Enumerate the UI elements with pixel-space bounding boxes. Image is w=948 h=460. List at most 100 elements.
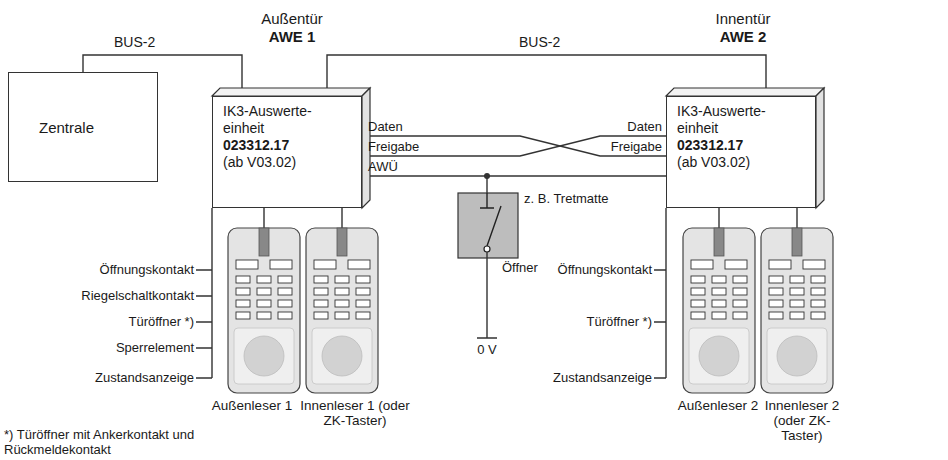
reader-key: [356, 312, 370, 319]
reader-window: [234, 328, 294, 384]
reader-body: [761, 228, 833, 393]
terminal-label: Sperrelement: [10, 340, 194, 355]
reader-key: [712, 288, 726, 295]
reader-key: [335, 312, 349, 319]
reader-body: [306, 228, 378, 393]
reader-device: [228, 228, 300, 393]
terminal-label: 0 V: [467, 342, 507, 357]
reader-lens: [322, 336, 362, 376]
reader-led: [270, 260, 292, 269]
signal-name: Freigabe: [368, 139, 448, 154]
reader-led: [314, 260, 336, 269]
reader-led: [236, 260, 258, 269]
evaluation-unit-box: IK3-Auswerte- einheit023312.17(ab V03.02…: [212, 96, 362, 208]
reader-key: [811, 276, 825, 283]
reader-key: [790, 288, 804, 295]
reader-key: [314, 300, 328, 307]
bus-label: BUS-2: [517, 34, 562, 51]
reader-device: [306, 228, 378, 393]
box-top-face: [212, 88, 370, 96]
reader-slot: [337, 228, 347, 256]
reader-name: Innenleser 2 (oder ZK-Taster): [760, 398, 844, 443]
reader-led: [348, 260, 370, 269]
evaluation-unit-box: IK3-Auswerte- einheit023312.17(ab V03.02…: [666, 96, 816, 208]
reader-key: [356, 300, 370, 307]
bus-label: BUS-2: [112, 34, 157, 51]
reader-key: [769, 312, 783, 319]
part-number: 023312.17: [223, 137, 351, 154]
reader-key: [314, 276, 328, 283]
readers: [228, 228, 833, 393]
reader-key: [733, 276, 747, 283]
reader-body: [683, 228, 755, 393]
reader-window: [689, 328, 749, 384]
terminal-label: Riegelschaltkontakt: [10, 288, 194, 303]
reader-window: [767, 328, 827, 384]
reader-lens: [699, 336, 739, 376]
signal-line: [370, 175, 666, 176]
reader-key: [712, 276, 726, 283]
reader-key: [257, 312, 271, 319]
terminal-label: Türöffner *): [540, 314, 652, 329]
reader-key: [733, 300, 747, 307]
reader-slot: [259, 228, 269, 256]
box-text: IK3-Auswerte- einheit: [223, 103, 335, 137]
box-top-face: [666, 88, 824, 96]
signal-name: AWÜ: [368, 159, 448, 174]
reader-led: [725, 260, 747, 269]
switch-housing: [458, 193, 518, 258]
reader-key: [356, 288, 370, 295]
terminal-label: Öffnungskontakt: [540, 262, 652, 277]
bus-line: [327, 55, 766, 88]
reader-key: [278, 300, 292, 307]
reader-key: [769, 276, 783, 283]
reader-key: [236, 276, 250, 283]
reader-lens: [244, 336, 284, 376]
reader-key: [335, 300, 349, 307]
reader-slot: [792, 228, 802, 256]
reader-key: [691, 312, 705, 319]
reader-key: [278, 276, 292, 283]
reader-name: Außenleser 1: [204, 398, 300, 413]
reader-key: [236, 312, 250, 319]
door-heading: AWE 1: [242, 28, 342, 46]
door-heading: AWE 2: [693, 28, 793, 46]
reader-key: [257, 300, 271, 307]
reader-key: [335, 288, 349, 295]
reader-key: [691, 276, 705, 283]
reader-key: [691, 300, 705, 307]
box-text: (ab V03.02): [677, 154, 805, 171]
reader-window: [312, 328, 372, 384]
reader-key: [790, 312, 804, 319]
reader-key: [335, 276, 349, 283]
central-unit-box: Zentrale: [8, 72, 158, 182]
reader-key: [236, 300, 250, 307]
reader-name: Außenleser 2: [668, 398, 768, 413]
box-text: IK3-Auswerte- einheit: [677, 103, 789, 137]
left-wires: [196, 208, 212, 378]
reader-key: [811, 300, 825, 307]
reader-body: [228, 228, 300, 393]
reader-key: [811, 288, 825, 295]
door-heading: Innentür: [693, 10, 793, 28]
reader-key: [691, 288, 705, 295]
contact-pivot: [484, 246, 490, 252]
reader-key: [769, 288, 783, 295]
reader-key: [356, 276, 370, 283]
reader-key: [769, 300, 783, 307]
nc-contact: [480, 193, 501, 246]
box-side-face: [816, 88, 824, 208]
reader-key: [257, 276, 271, 283]
reader-key: [257, 288, 271, 295]
terminal-label: Zustandsanzeige: [530, 370, 652, 385]
reader-key: [236, 288, 250, 295]
terminal-label: Öffnungskontakt: [10, 262, 194, 277]
terminal-label: Zustandsanzeige: [10, 370, 194, 385]
reader-key: [790, 300, 804, 307]
ground-line: [477, 252, 497, 338]
reader-key: [278, 288, 292, 295]
box-depth: [212, 88, 824, 208]
